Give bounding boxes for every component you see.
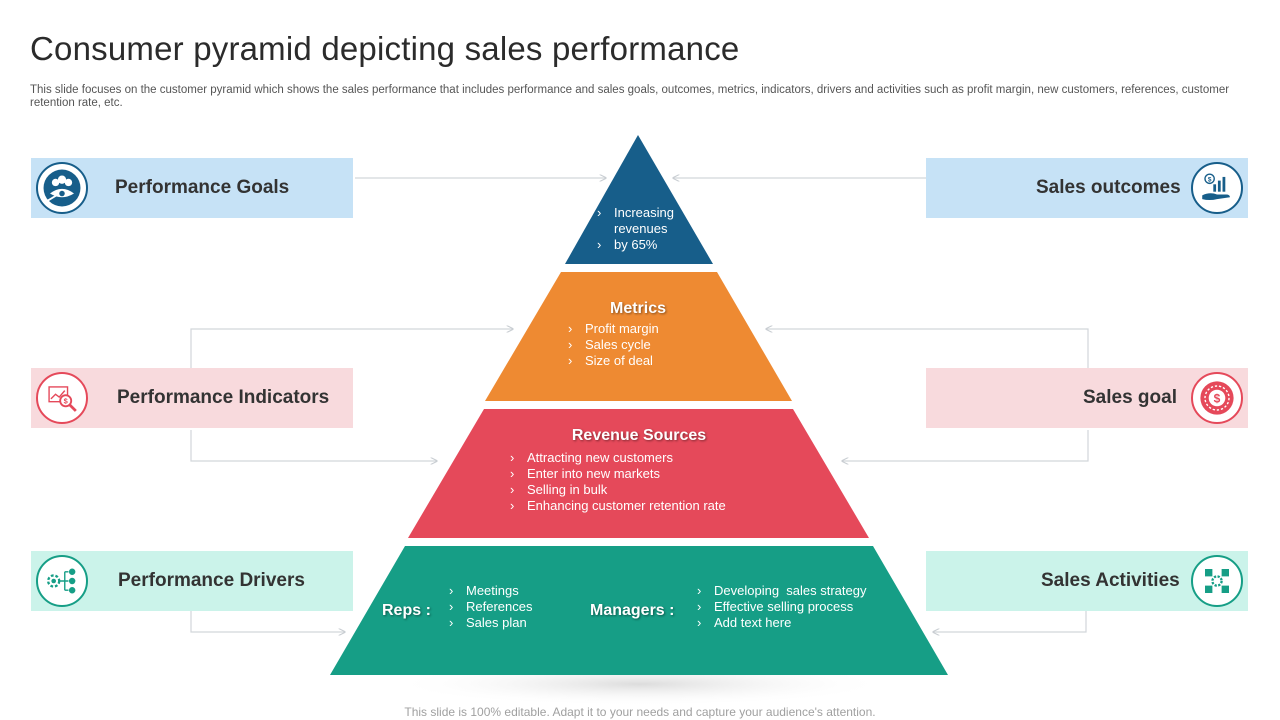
grid-gear-icon — [1191, 555, 1243, 607]
tier-2-item: Sales cycle — [566, 337, 726, 353]
tier-2-item: Profit margin — [566, 321, 726, 337]
connector-lines — [190, 178, 1089, 632]
performance-goals-label: Performance Goals — [115, 177, 290, 198]
tier-1-item: revenues — [595, 221, 705, 237]
tier-3-item: Selling in bulk — [508, 482, 768, 498]
performance-goals-box: Performance Goals — [31, 158, 353, 218]
tier-3-item: Attracting new customers — [508, 450, 768, 466]
tier-3-item: Enhancing customer retention rate — [508, 498, 768, 514]
tier-1-item: Increasing — [595, 205, 705, 221]
tier-3-title: Revenue Sources — [571, 427, 707, 444]
page-description: This slide focuses on the customer pyram… — [30, 84, 1230, 109]
sales-goal-box: Sales goal $ — [926, 368, 1248, 428]
tier-2-title: Metrics — [609, 300, 667, 317]
performance-drivers-label: Performance Drivers — [118, 570, 305, 591]
managers-list: Developing sales strategy Effective sell… — [695, 583, 895, 631]
sales-outcomes-label: Sales outcomes — [1036, 177, 1181, 198]
target-dollar-icon: $ — [1191, 372, 1243, 424]
tier-1-content: Increasing revenues by 65% — [595, 205, 705, 253]
performance-indicators-box: $ Performance Indicators — [31, 368, 353, 428]
performance-drivers-box: Performance Drivers — [31, 551, 353, 611]
connector-indicators-top — [190, 329, 513, 368]
tier-1-item: by 65% — [595, 237, 705, 253]
sales-goal-label: Sales goal — [1083, 387, 1177, 408]
svg-text:$: $ — [1214, 392, 1221, 406]
tier-2-content: Profit margin Sales cycle Size of deal — [566, 321, 726, 369]
hand-dollar-chart-icon: $ — [1191, 162, 1243, 214]
tier-1-item-text: revenues — [614, 221, 668, 236]
reps-label: Reps : — [382, 602, 431, 619]
svg-text:$: $ — [1208, 177, 1212, 184]
reps-item: Sales plan — [447, 615, 567, 631]
connector-activities — [933, 611, 1087, 632]
connector-goal-top — [766, 329, 1089, 368]
footer-note: This slide is 100% editable. Adapt it to… — [404, 705, 876, 719]
pyramid-tier-4 — [330, 546, 948, 675]
reps-list: Meetings References Sales plan — [447, 583, 567, 631]
tier-3-content: Attracting new customers Enter into new … — [508, 450, 768, 514]
connector-indicators-bottom — [190, 430, 437, 461]
network-gear-icon — [36, 555, 88, 607]
svg-text:$: $ — [64, 397, 68, 406]
managers-item: Add text here — [695, 615, 895, 631]
team-target-icon — [36, 162, 88, 214]
pyramid-tier-1 — [565, 135, 713, 264]
managers-item: Effective selling process — [695, 599, 895, 615]
chart-magnifier-dollar-icon: $ — [36, 372, 88, 424]
sales-outcomes-box: Sales outcomes $ — [926, 158, 1248, 218]
reps-item: Meetings — [447, 583, 567, 599]
reps-item: References — [447, 599, 567, 615]
page-title: Consumer pyramid depicting sales perform… — [30, 30, 740, 67]
connector-goal-bottom — [842, 430, 1089, 461]
managers-label: Managers : — [590, 602, 675, 619]
tier-2-item: Size of deal — [566, 353, 726, 369]
connector-drivers — [190, 611, 345, 632]
sales-activities-label: Sales Activities — [1041, 570, 1180, 591]
managers-item: Developing sales strategy — [695, 583, 895, 599]
sales-activities-box: Sales Activities — [926, 551, 1248, 611]
performance-indicators-label: Performance Indicators — [117, 387, 330, 408]
tier-3-item: Enter into new markets — [508, 466, 768, 482]
